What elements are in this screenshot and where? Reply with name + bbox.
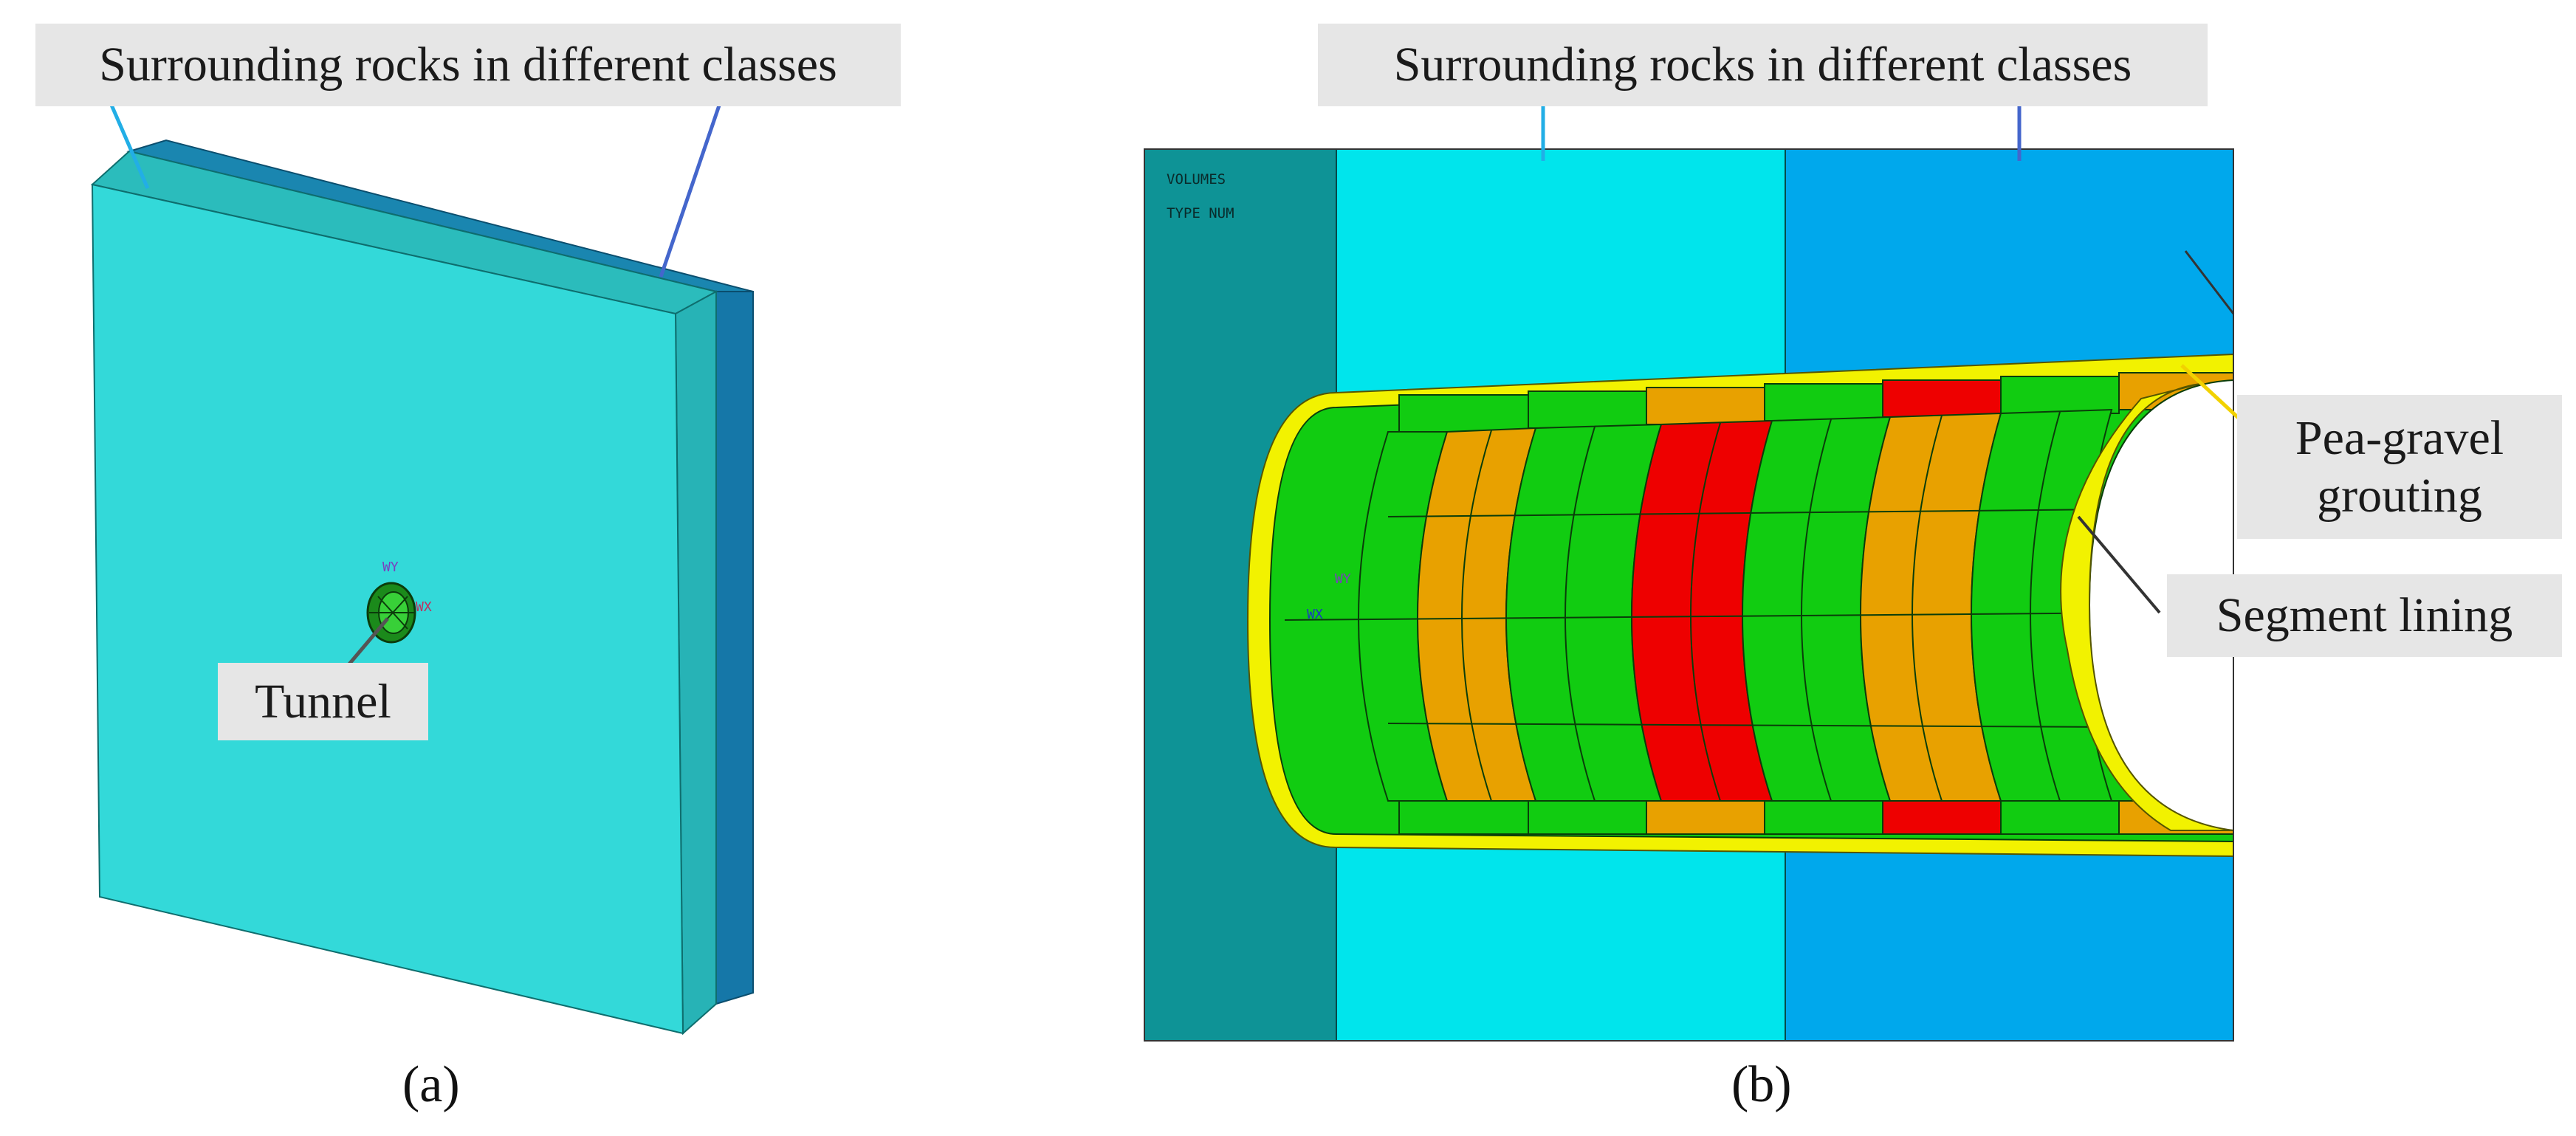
segment-strip-top (1398, 372, 2233, 433)
callout-grout-line2: grouting (2317, 468, 2482, 523)
callout-grout-line1: Pea-gravel (2295, 410, 2504, 465)
leader-rock-dark (2184, 250, 2235, 314)
axis-wx-label-b: WX (1307, 607, 1323, 622)
grout-outer-shell (1246, 353, 2233, 858)
panel-a-diagram: WY WX (90, 103, 754, 1036)
rock-region-dark (1144, 149, 1337, 1041)
callout-lining: Segment lining (2167, 574, 2562, 657)
lining-body (1268, 371, 2233, 843)
rock-region-class-2 (1785, 149, 2233, 1041)
callout-grout: Pea-gravel grouting (2237, 395, 2562, 539)
leader-rocks-a-left (109, 103, 150, 189)
callout-rocks-a: Surrounding rocks in different classes (35, 24, 901, 106)
caption-b: (b) (1731, 1056, 1792, 1113)
caption-a: (a) (402, 1056, 460, 1113)
ring-divisions (1284, 411, 2142, 802)
axis-wy-label-a: WY (382, 560, 399, 575)
ansys-label-type-num: TYPE NUM (1167, 205, 1234, 221)
lining-rings (1358, 408, 2113, 802)
panel-b-frame (1144, 148, 2234, 1042)
leader-lining (2077, 515, 2161, 614)
rock-region-class-1 (1336, 149, 1786, 1041)
callout-rocks-b: Surrounding rocks in different classes (1318, 24, 2208, 106)
segment-strip-bottom (1398, 800, 2233, 835)
axis-wy-label-b: WY (1335, 571, 1351, 587)
ansys-label-volumes: VOLUMES (1167, 171, 1226, 187)
leader-rocks-a-right (659, 103, 722, 278)
rock-slab-back-side (715, 291, 754, 1005)
axis-wx-label-a: WX (416, 599, 432, 615)
callout-tunnel: Tunnel (218, 663, 428, 740)
